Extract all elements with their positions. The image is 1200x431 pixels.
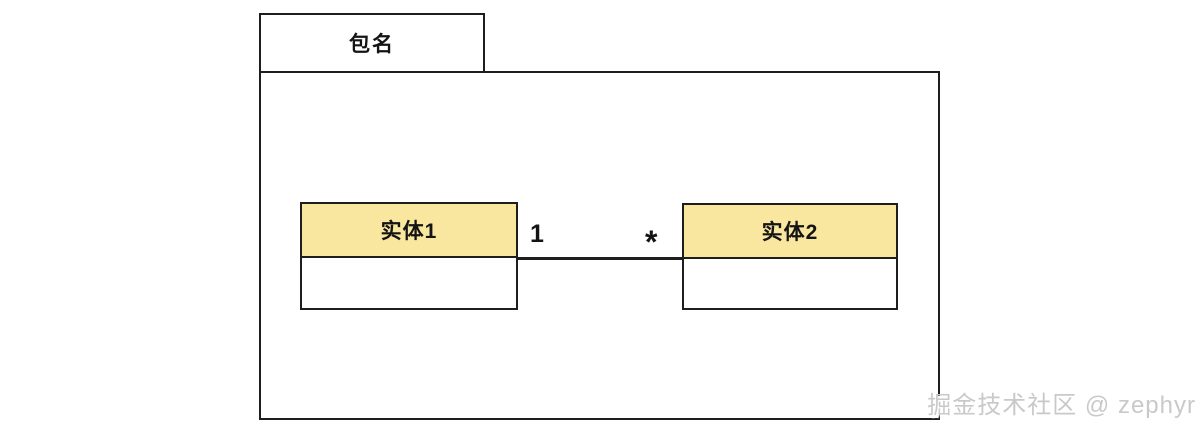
package-name-label: 包名 (349, 33, 395, 56)
multiplicity-target-label: * (645, 224, 658, 260)
entity2-attributes-compartment (684, 259, 896, 308)
association-line (518, 257, 682, 260)
entity-box-2: 实体2 (682, 203, 898, 310)
entity-box-1: 实体1 (300, 202, 518, 310)
watermark-text: 掘金技术社区 @ zephyr (927, 392, 1196, 419)
entity1-name-label: 实体1 (380, 220, 438, 243)
entity2-name-label: 实体2 (761, 221, 819, 244)
entity1-attributes-compartment (302, 258, 516, 308)
entity1-header: 实体1 (302, 204, 516, 258)
package-tab: 包名 (259, 13, 485, 73)
multiplicity-source-label: 1 (530, 220, 544, 248)
entity2-header: 实体2 (684, 205, 896, 259)
